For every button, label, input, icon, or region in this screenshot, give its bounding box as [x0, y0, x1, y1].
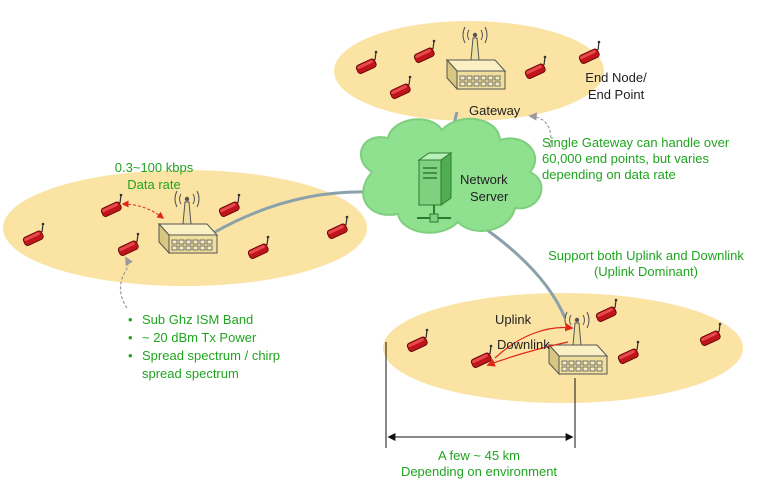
gateway-label: Gateway [469, 103, 521, 118]
distance-label: A few ~ 45 km Depending on environment [400, 448, 558, 479]
downlink-label: Downlink [497, 337, 550, 352]
network-server-label: Network Server [460, 172, 509, 204]
uplink-arrow [494, 323, 574, 359]
uplink-label: Uplink [495, 312, 532, 327]
ism-band-callout-arrow [119, 256, 133, 309]
feature-item: Sub Ghz ISM Band [126, 311, 280, 329]
single-gateway-note: Single Gateway can handle over 60,000 en… [542, 135, 730, 182]
backhaul-link-left [214, 190, 369, 234]
feature-item: ~ 20 dBm Tx Power [126, 329, 280, 347]
uplink-downlink-note: Support both Uplink and Downlink (Uplink… [548, 248, 744, 279]
gateway-callout-arrow [528, 112, 552, 149]
downlink-arrow [486, 341, 569, 367]
data-rate-arrow [121, 200, 165, 219]
end-node-label: End Node/ End Point [585, 70, 647, 102]
feature-item: Spread spectrum / chirp [126, 347, 280, 365]
data-rate-label: 0.3~100 kbps Data rate [114, 160, 194, 192]
feature-item-continued: spread spectrum [142, 366, 239, 381]
server-icon [417, 152, 453, 223]
radio-features-list: Sub Ghz ISM Band ~ 20 dBm Tx Power Sprea… [126, 311, 280, 383]
backhaul-link-right [479, 223, 567, 319]
